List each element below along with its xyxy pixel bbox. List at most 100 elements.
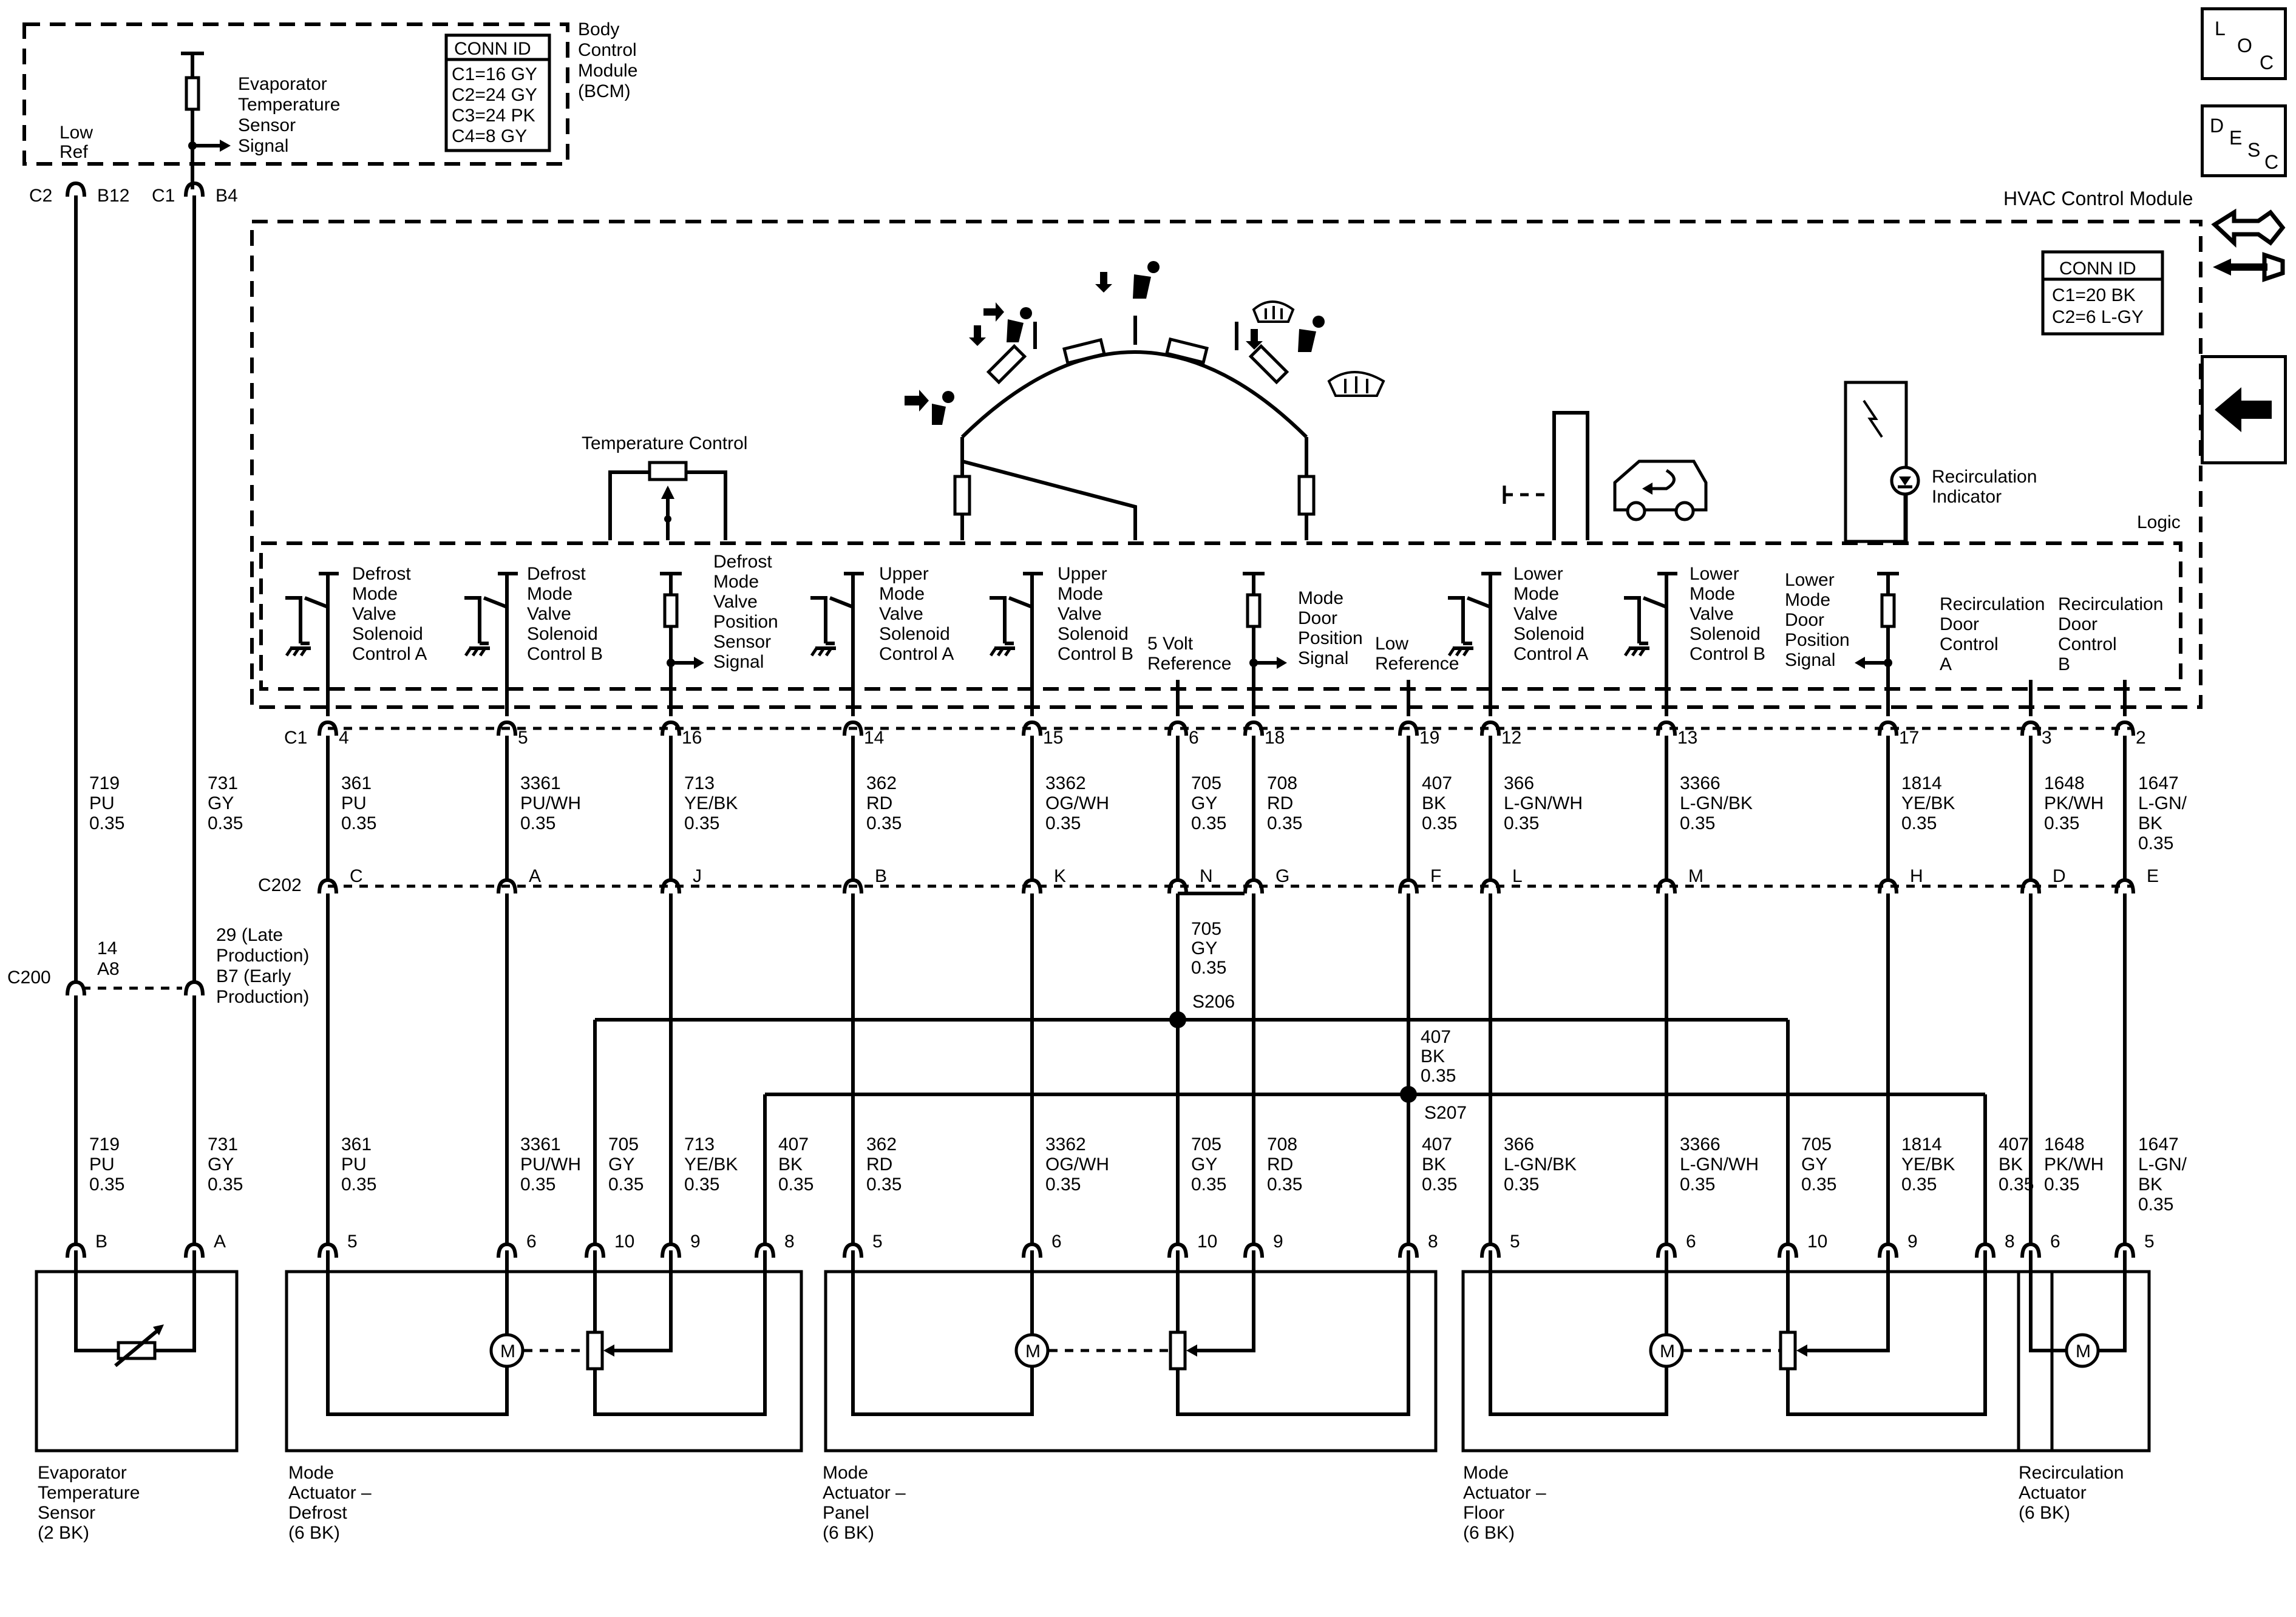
lower-wire-label: PU/WH (520, 1154, 581, 1175)
thermistor-icon (117, 1341, 157, 1360)
terminal-hook (1398, 720, 1419, 736)
terminal-hook (1243, 720, 1264, 736)
component-pin-number: 6 (526, 1232, 537, 1252)
terminal-hook (755, 1242, 775, 1258)
component-pin-number: 6 (1686, 1232, 1696, 1252)
component-pin-number: 5 (347, 1232, 358, 1252)
upper-wire-label: PU (341, 793, 367, 813)
lower-wire-label: 0.35 (684, 1175, 719, 1195)
bcm-title-1: Body (578, 19, 619, 39)
component-pin-number: 6 (1051, 1232, 1062, 1252)
bcm-conn-table (444, 33, 551, 152)
mode-wiper-resistor-left (953, 475, 971, 516)
terminal-hook (2020, 878, 2041, 894)
terminal-hook (1656, 720, 1677, 736)
lower-wire-label: 0.35 (608, 1175, 644, 1195)
bcm-conn-row: C3=24 PK (452, 106, 535, 126)
terminal-hook (1656, 878, 1677, 894)
upper-wire-label: 0.35 (1045, 813, 1081, 833)
position-sensor-icon (586, 1331, 604, 1371)
terminal-hook (1480, 1242, 1501, 1258)
function-label: Position (713, 612, 778, 632)
terminal-hook (497, 1242, 517, 1258)
lower-wire-label: 0.35 (1191, 1175, 1226, 1195)
lower-wire-label: 731 (208, 1134, 238, 1154)
function-label: Upper (1058, 564, 1107, 584)
upper-wire-label: 719 (89, 773, 120, 793)
lower-wire-label: 0.35 (520, 1175, 555, 1195)
lower-wire-label: 3362 (1045, 1134, 1086, 1154)
bcm-pin-b12: B12 (97, 186, 129, 206)
bcm-conn-c2: C2 (29, 186, 52, 206)
upper-wire-label: 3361 (520, 773, 561, 793)
function-label: Signal (1785, 650, 1835, 670)
c200-left-pin: 14 (97, 938, 117, 958)
component-pin-number: B (95, 1232, 107, 1252)
motor-label: M (2076, 1341, 2091, 1361)
component-label: Temperature (38, 1483, 140, 1503)
s206-wire-label: 0.35 (1191, 958, 1226, 978)
lower-wire-label: BK (1422, 1154, 1446, 1175)
s206-wire-label: 705 (1191, 919, 1221, 939)
component-label: Mode (823, 1463, 868, 1483)
bcm-conn-title: CONN ID (454, 39, 531, 59)
upper-wire-label: PK/WH (2044, 793, 2104, 813)
motor-label: M (500, 1341, 515, 1361)
location-button[interactable]: L O C (2201, 7, 2287, 80)
c200-connector: C200 14 A8 29 (Late Production) B7 (Earl… (7, 925, 309, 1007)
back-button[interactable] (2201, 355, 2287, 464)
function-label: Reference (1147, 654, 1231, 674)
lower-wire-label: PU (89, 1154, 115, 1175)
lower-wire-label: BK (2138, 1175, 2162, 1195)
terminal-hook (318, 1242, 338, 1258)
c200-left-pin: A8 (97, 959, 120, 979)
function-label: Solenoid (352, 624, 423, 644)
function-label: Reference (1375, 654, 1459, 674)
function-label: Valve (1513, 604, 1558, 624)
s207-wire-label: 0.35 (1421, 1066, 1456, 1086)
function-label: Mode (879, 584, 925, 604)
wires (66, 181, 2127, 1244)
bcm-evap-signal-3: Sensor (238, 115, 296, 135)
upper-wire-label: 705 (1191, 773, 1221, 793)
upper-wire-label: GY (1191, 793, 1217, 813)
recirc-indicator-label-2: Indicator (1932, 487, 2002, 507)
lower-wire-label: 0.35 (866, 1175, 902, 1195)
body-control-module: Body Control Module (BCM) CONN ID C1=16 … (22, 19, 637, 206)
component-label: Mode (1463, 1463, 1509, 1483)
function-label: Lower (1513, 564, 1563, 584)
terminal-hook (843, 1242, 863, 1258)
c1-pin-number: 12 (1501, 728, 1521, 748)
function-label: Solenoid (879, 624, 950, 644)
component-label: Actuator – (1463, 1483, 1546, 1503)
lower-wire-label: 0.35 (208, 1175, 243, 1195)
description-button[interactable]: D E S C (2201, 104, 2287, 177)
terminal-hook (585, 1242, 605, 1258)
function-label: Door (1298, 608, 1337, 628)
c202-pin-letter: K (1054, 866, 1066, 886)
function-label: Valve (1058, 604, 1102, 624)
temperature-control-label: Temperature Control (582, 433, 747, 453)
component-pin-number: 10 (1807, 1232, 1827, 1252)
terminal-hook (497, 878, 517, 894)
upper-wire-label: 0.35 (1191, 813, 1226, 833)
lower-wire-label: 0.35 (1504, 1175, 1539, 1195)
terminal-hook (2114, 1242, 2135, 1258)
lower-wire-label: 407 (778, 1134, 809, 1154)
upper-wire-label: BK (1422, 793, 1446, 813)
terminal-hook (661, 1242, 681, 1258)
upper-wire-label: 0.35 (2138, 833, 2173, 853)
lower-wire-label: 0.35 (1801, 1175, 1836, 1195)
function-label: B (2058, 654, 2070, 674)
function-label: Control B (1690, 644, 1765, 664)
c202-pin-letter: E (2147, 866, 2159, 886)
terminal-hook (1878, 878, 1898, 894)
floor-defrost-vent-icon (1246, 300, 1325, 352)
function-label: Mode (527, 584, 572, 604)
c202-pin-letter: J (693, 866, 702, 886)
terminal-hook (2114, 720, 2135, 736)
lower-wire-label: L-GN/ (2138, 1154, 2187, 1175)
harness-connector-icon[interactable] (2210, 200, 2289, 285)
panel-vent-icon (905, 390, 954, 425)
c202-pin-letter: C (350, 866, 363, 886)
